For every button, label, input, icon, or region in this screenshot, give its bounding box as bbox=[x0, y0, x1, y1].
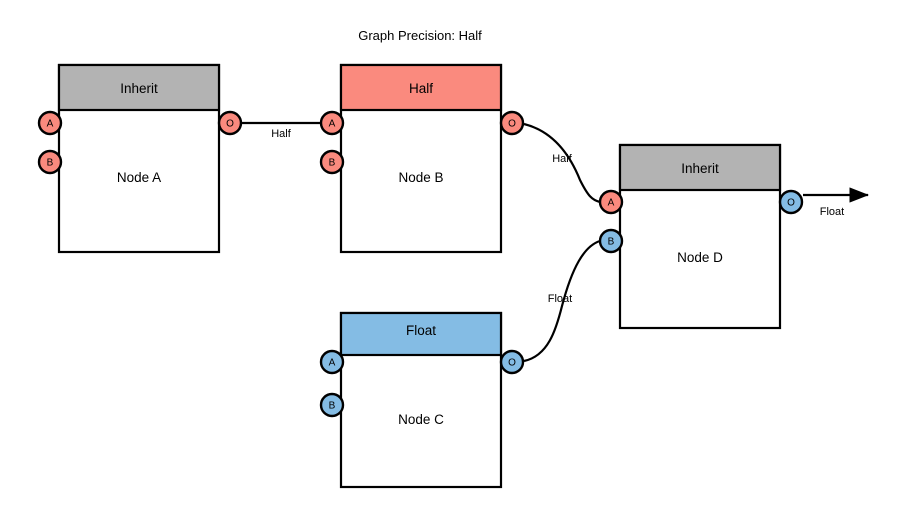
node-c-label: Node C bbox=[398, 412, 444, 427]
node-b-label: Node B bbox=[398, 170, 443, 185]
node-d-input-port-b-circle[interactable] bbox=[598, 228, 624, 254]
node-b-output-port-o[interactable]: O bbox=[499, 110, 525, 136]
edge-d-output-label: Float bbox=[820, 206, 844, 218]
node-d-input-port-a-circle[interactable] bbox=[598, 189, 624, 215]
node-b-input-port-a[interactable]: A bbox=[319, 110, 345, 136]
node-a-input-port-a-circle[interactable] bbox=[37, 110, 63, 136]
node-a-output-port-o-circle[interactable] bbox=[217, 110, 243, 136]
edge-d-output[interactable]: Float bbox=[803, 187, 870, 218]
node-c-header-label: Float bbox=[406, 323, 436, 338]
node-d-input-port-a-label: A bbox=[608, 198, 615, 209]
edge-b-to-d[interactable]: Half bbox=[523, 122, 601, 204]
node-d-label: Node D bbox=[677, 250, 723, 265]
node-b-input-port-a-label: A bbox=[329, 119, 336, 130]
node-c-input-port-a[interactable]: A bbox=[319, 349, 345, 375]
node-b-output-port-o-label: O bbox=[508, 119, 516, 130]
edge-b-to-d-label: Half bbox=[552, 153, 573, 165]
node-c-input-port-a-label: A bbox=[329, 358, 336, 369]
node-a-output-port-o[interactable]: O bbox=[217, 110, 243, 136]
node-d-output-port-o[interactable]: O bbox=[778, 189, 804, 215]
node-a-header[interactable] bbox=[57, 63, 221, 112]
node-c-input-port-b-circle[interactable] bbox=[319, 392, 345, 418]
node-b-header[interactable] bbox=[339, 63, 503, 112]
node-a-input-port-b-circle[interactable] bbox=[37, 149, 63, 175]
node-a-output-port-o-label: O bbox=[226, 119, 234, 130]
edge-a-to-b-label: Half bbox=[271, 128, 292, 140]
edge-c-to-d-line bbox=[523, 239, 601, 363]
node-b-input-port-a-circle[interactable] bbox=[319, 110, 345, 136]
node-a-input-port-a[interactable]: A bbox=[37, 110, 63, 136]
node-c-input-port-b-label: B bbox=[329, 401, 336, 412]
node-b-output-port-o-circle[interactable] bbox=[499, 110, 525, 136]
edge-c-to-d[interactable]: Float bbox=[523, 239, 601, 363]
node-a-label: Node A bbox=[117, 170, 161, 185]
node-a-header-label: Inherit bbox=[120, 81, 158, 96]
node-c-input-port-b[interactable]: B bbox=[319, 392, 345, 418]
node-d-input-port-b-label: B bbox=[608, 237, 615, 248]
node-c-header[interactable] bbox=[339, 311, 503, 357]
node-c-output-port-o-label: O bbox=[508, 358, 516, 369]
node-c-output-port-o-circle[interactable] bbox=[499, 349, 525, 375]
edge-c-to-d-label: Float bbox=[548, 293, 572, 305]
node-b-input-port-b[interactable]: B bbox=[319, 149, 345, 175]
node-c-output-port-o[interactable]: O bbox=[499, 349, 525, 375]
node-b-header-label: Half bbox=[409, 81, 433, 96]
node-a-input-port-b[interactable]: B bbox=[37, 149, 63, 175]
node-c-input-port-a-circle[interactable] bbox=[319, 349, 345, 375]
node-d-output-port-o-circle[interactable] bbox=[778, 189, 804, 215]
node-b-input-port-b-circle[interactable] bbox=[319, 149, 345, 175]
node-d-input-port-a[interactable]: A bbox=[598, 189, 624, 215]
node-b-input-port-b-label: B bbox=[329, 158, 336, 169]
edge-a-to-b[interactable]: Half bbox=[242, 121, 321, 140]
node-a-input-port-a-label: A bbox=[47, 119, 54, 130]
node-a-input-port-b-label: B bbox=[47, 158, 54, 169]
edge-b-to-d-line bbox=[523, 122, 601, 204]
graph-title: Graph Precision: Half bbox=[358, 28, 482, 43]
node-d-header[interactable] bbox=[618, 143, 782, 192]
node-d-input-port-b[interactable]: B bbox=[598, 228, 624, 254]
node-d-header-label: Inherit bbox=[681, 161, 719, 176]
node-d-output-port-o-label: O bbox=[787, 198, 795, 209]
